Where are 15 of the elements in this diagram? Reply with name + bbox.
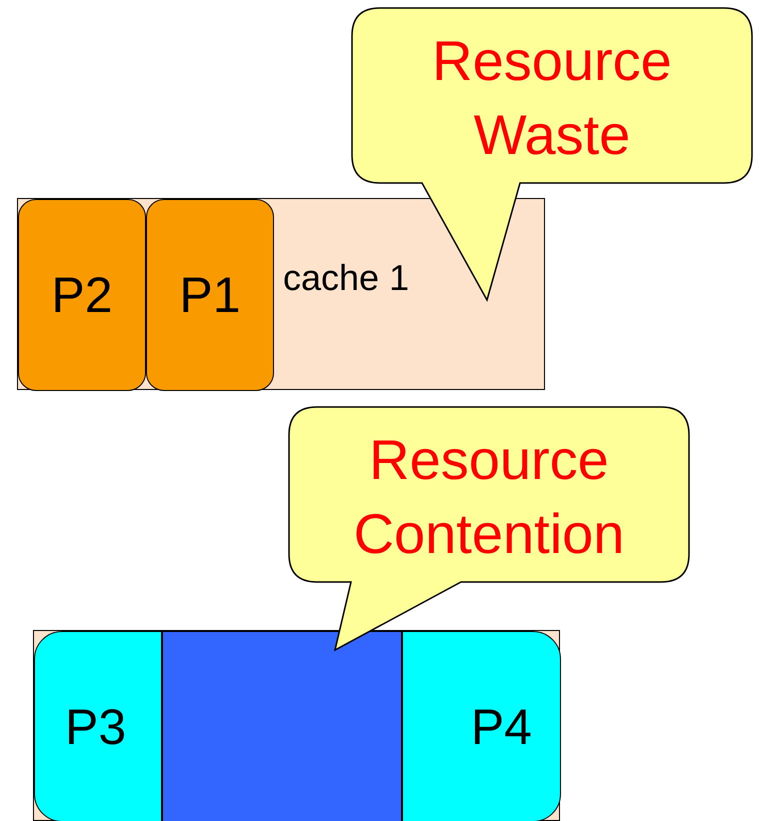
process-box — [34, 631, 162, 821]
process-label: P4 — [470, 698, 532, 756]
callout-bubble — [289, 407, 689, 650]
cache-box — [33, 630, 560, 821]
process-label: P2 — [51, 266, 113, 324]
callout-text: Resource Contention — [352, 427, 626, 567]
shared-cache-block — [162, 631, 402, 821]
cache-label: cache 1 — [283, 257, 410, 300]
process-box — [18, 199, 146, 391]
process-box — [146, 199, 274, 391]
process-label: P1 — [179, 266, 241, 324]
process-label: P3 — [65, 698, 126, 756]
cache-box — [17, 198, 545, 390]
callout-text: Resource Waste — [431, 28, 673, 168]
process-box — [402, 631, 561, 821]
